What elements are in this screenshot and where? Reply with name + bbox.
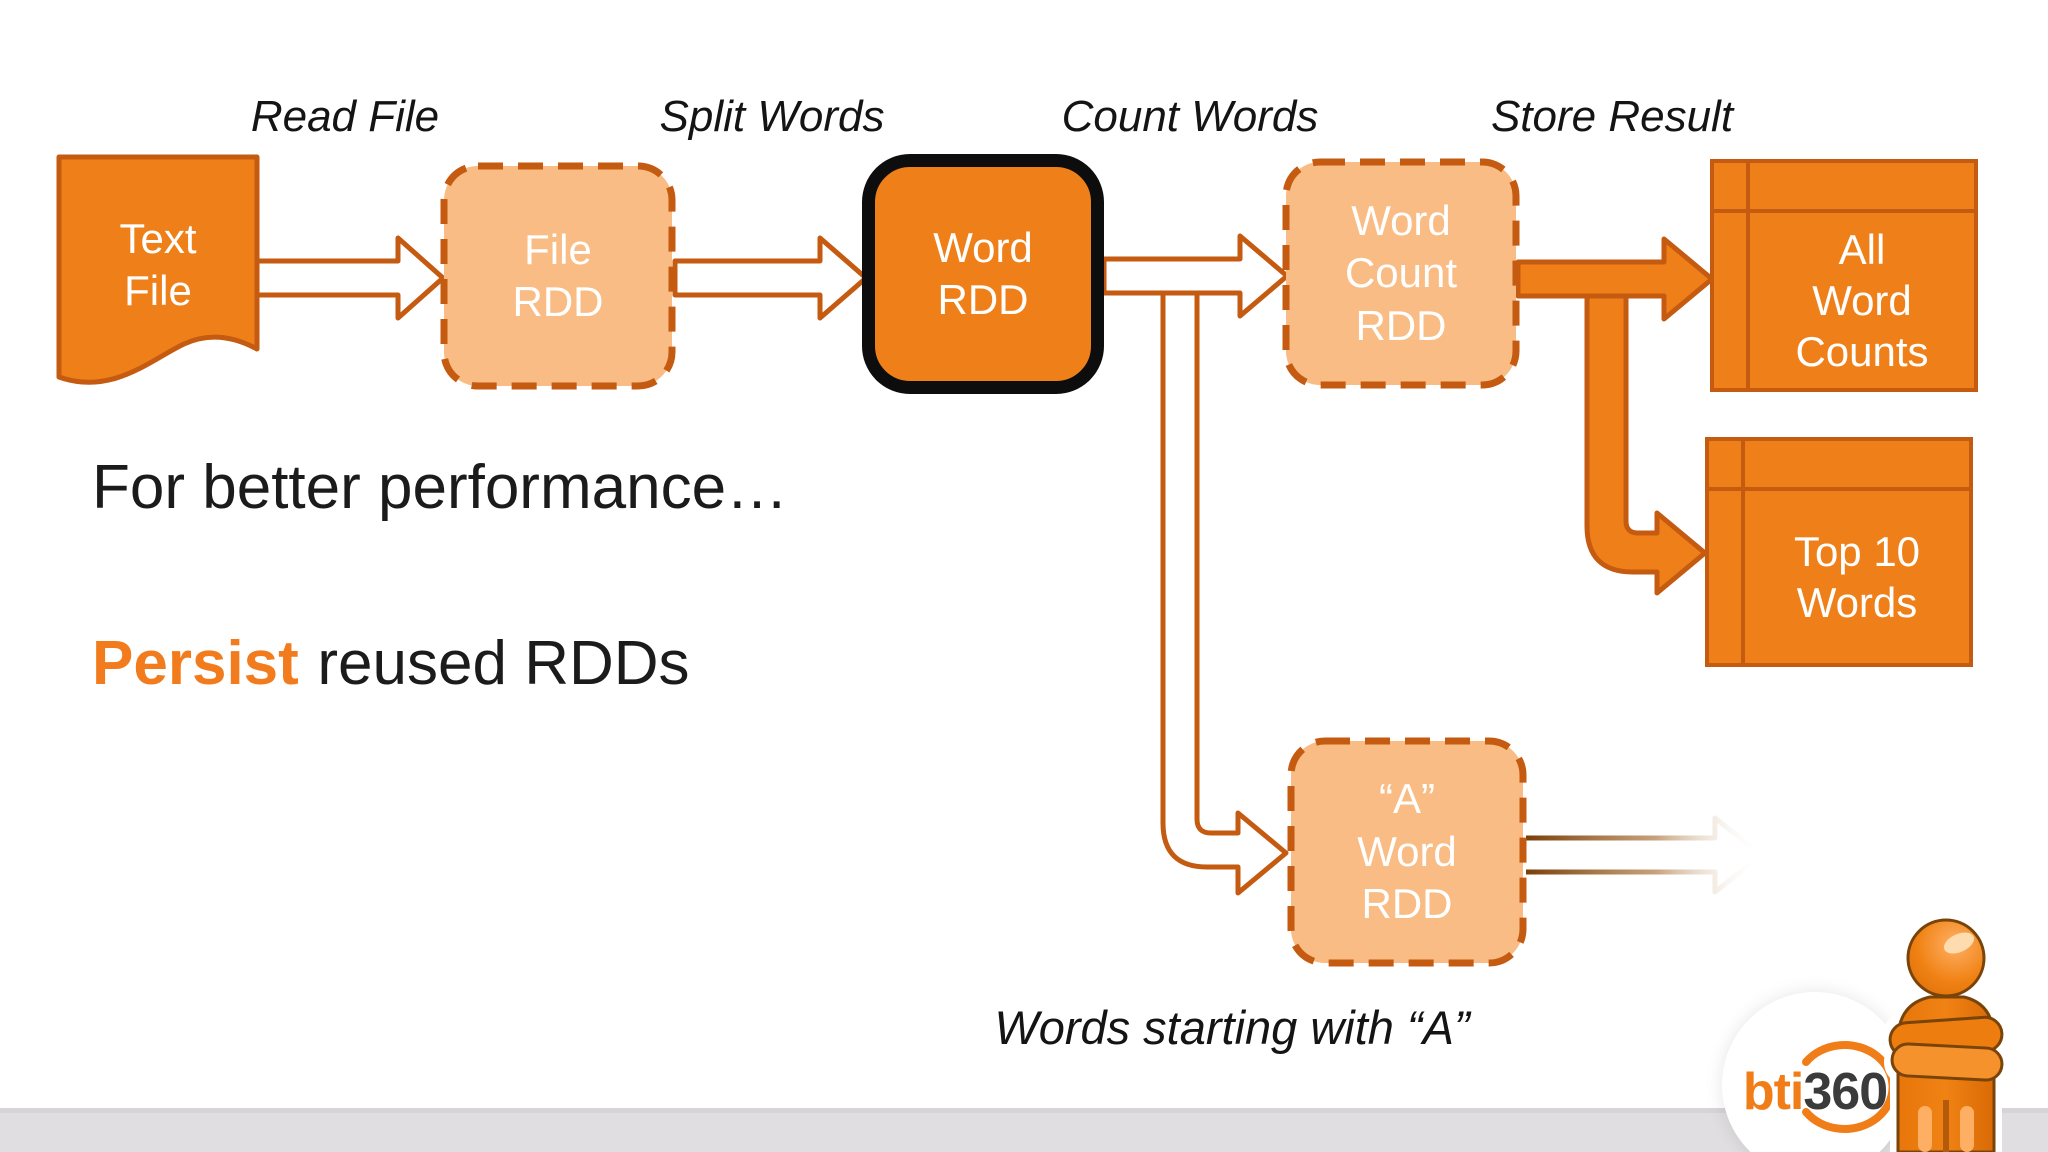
logo-prefix: bti xyxy=(1742,1063,1805,1121)
arrow-faded-out xyxy=(1526,815,1765,895)
persist-rest: reused RDDs xyxy=(317,629,690,698)
table-header-line xyxy=(1714,209,1974,213)
word-rdd-box xyxy=(862,154,1104,394)
file-rdd-label: File RDD xyxy=(512,225,604,326)
stage-label-split-words: Split Words xyxy=(659,92,885,141)
stage-label-store-result: Store Result xyxy=(1490,92,1734,141)
branch-arrow-to-top10 xyxy=(1584,296,1708,596)
mascot-figure xyxy=(1882,912,2010,1152)
arrow-store-result xyxy=(1515,236,1715,322)
footer-bar xyxy=(0,1108,2048,1152)
table-column-line xyxy=(1746,163,1750,388)
mascot-leg-highlight-left xyxy=(1918,1106,1932,1152)
all-word-counts-table: All Word Counts xyxy=(1710,159,1978,392)
arrow-read-file xyxy=(254,235,446,321)
logo-suffix: 360 xyxy=(1803,1063,1888,1121)
caption-performance: For better performance… xyxy=(92,453,789,522)
mascot-head xyxy=(1906,918,1986,998)
a-word-rdd-shape xyxy=(1287,737,1527,967)
all-word-counts-label: All Word Counts xyxy=(1795,225,1929,376)
caption-persist: Persist reused RDDs xyxy=(92,628,690,699)
table-column-line xyxy=(1741,441,1745,663)
top-10-words-table: Top 10 Words xyxy=(1705,437,1973,667)
branch-arrow-to-a-word-rdd xyxy=(1160,293,1289,896)
stage-label-count-words: Count Words xyxy=(1061,92,1319,141)
mascot-head-highlight xyxy=(1943,932,1975,954)
a-word-rdd-label: “A” Word RDD xyxy=(1357,775,1457,928)
arrow-count-words xyxy=(1101,233,1290,319)
word-rdd-label: Word RDD xyxy=(933,223,1033,324)
text-file-shape xyxy=(56,154,260,385)
stage-label-read-file: Read File xyxy=(250,92,440,141)
text-file-label: Text File xyxy=(119,214,197,315)
arrow-split-words xyxy=(672,235,869,321)
word-count-rdd-label: Word Count RDD xyxy=(1344,196,1458,349)
word-count-rdd-shape xyxy=(1282,158,1520,389)
file-rdd-shape xyxy=(440,162,676,390)
persist-highlight: Persist xyxy=(92,629,299,698)
note-words-starting-with-a: Words starting with “A” xyxy=(994,1001,1470,1054)
mascot-arm-lower xyxy=(1890,1042,2004,1082)
table-header-line xyxy=(1709,487,1969,491)
mascot-leg-highlight-right xyxy=(1960,1106,1974,1152)
top-10-words-label: Top 10 Words xyxy=(1793,527,1921,626)
